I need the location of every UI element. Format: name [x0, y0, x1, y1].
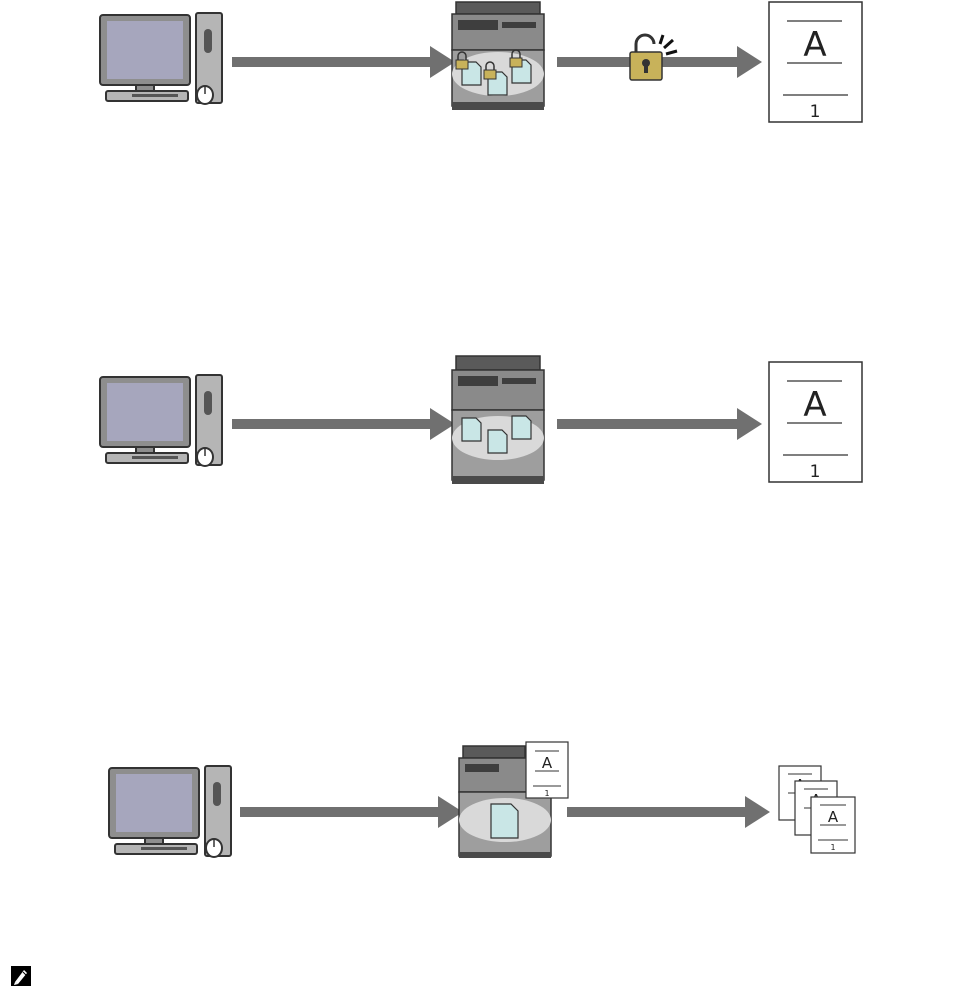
output-page: A 1 — [769, 362, 862, 482]
sample-page-letter: A — [542, 754, 553, 772]
note-pencil-icon — [10, 965, 32, 987]
document-icon — [491, 804, 518, 838]
printer-icon — [452, 2, 544, 110]
output-pages-stack: A 1 A 1 A 1 — [779, 766, 855, 853]
arrow-to-printer — [232, 408, 455, 440]
stored-print-diagram: A 1 — [0, 350, 964, 490]
sample-page: A 1 — [526, 742, 568, 798]
page-number: 1 — [810, 462, 821, 482]
arrow-to-output — [567, 796, 770, 828]
secure-print-diagram: A 1 — [0, 0, 964, 130]
printer-icon — [452, 356, 544, 484]
proof-print-diagram: A 1 A 1 A 1 — [0, 738, 964, 868]
output-page: A 1 — [769, 2, 862, 122]
page-number: 1 — [810, 102, 821, 122]
computer-icon — [109, 766, 231, 857]
output-page-letter: A — [828, 808, 839, 826]
page-letter: A — [803, 385, 826, 425]
arrow-to-printer — [232, 46, 455, 78]
computer-icon — [100, 13, 222, 104]
output-page: A 1 — [811, 797, 855, 853]
output-page-number: 1 — [830, 843, 835, 852]
arrow-to-output — [557, 408, 762, 440]
sample-page-number: 1 — [544, 789, 549, 798]
page-letter: A — [803, 25, 826, 65]
computer-icon — [100, 375, 222, 466]
arrow-to-printer — [240, 796, 463, 828]
